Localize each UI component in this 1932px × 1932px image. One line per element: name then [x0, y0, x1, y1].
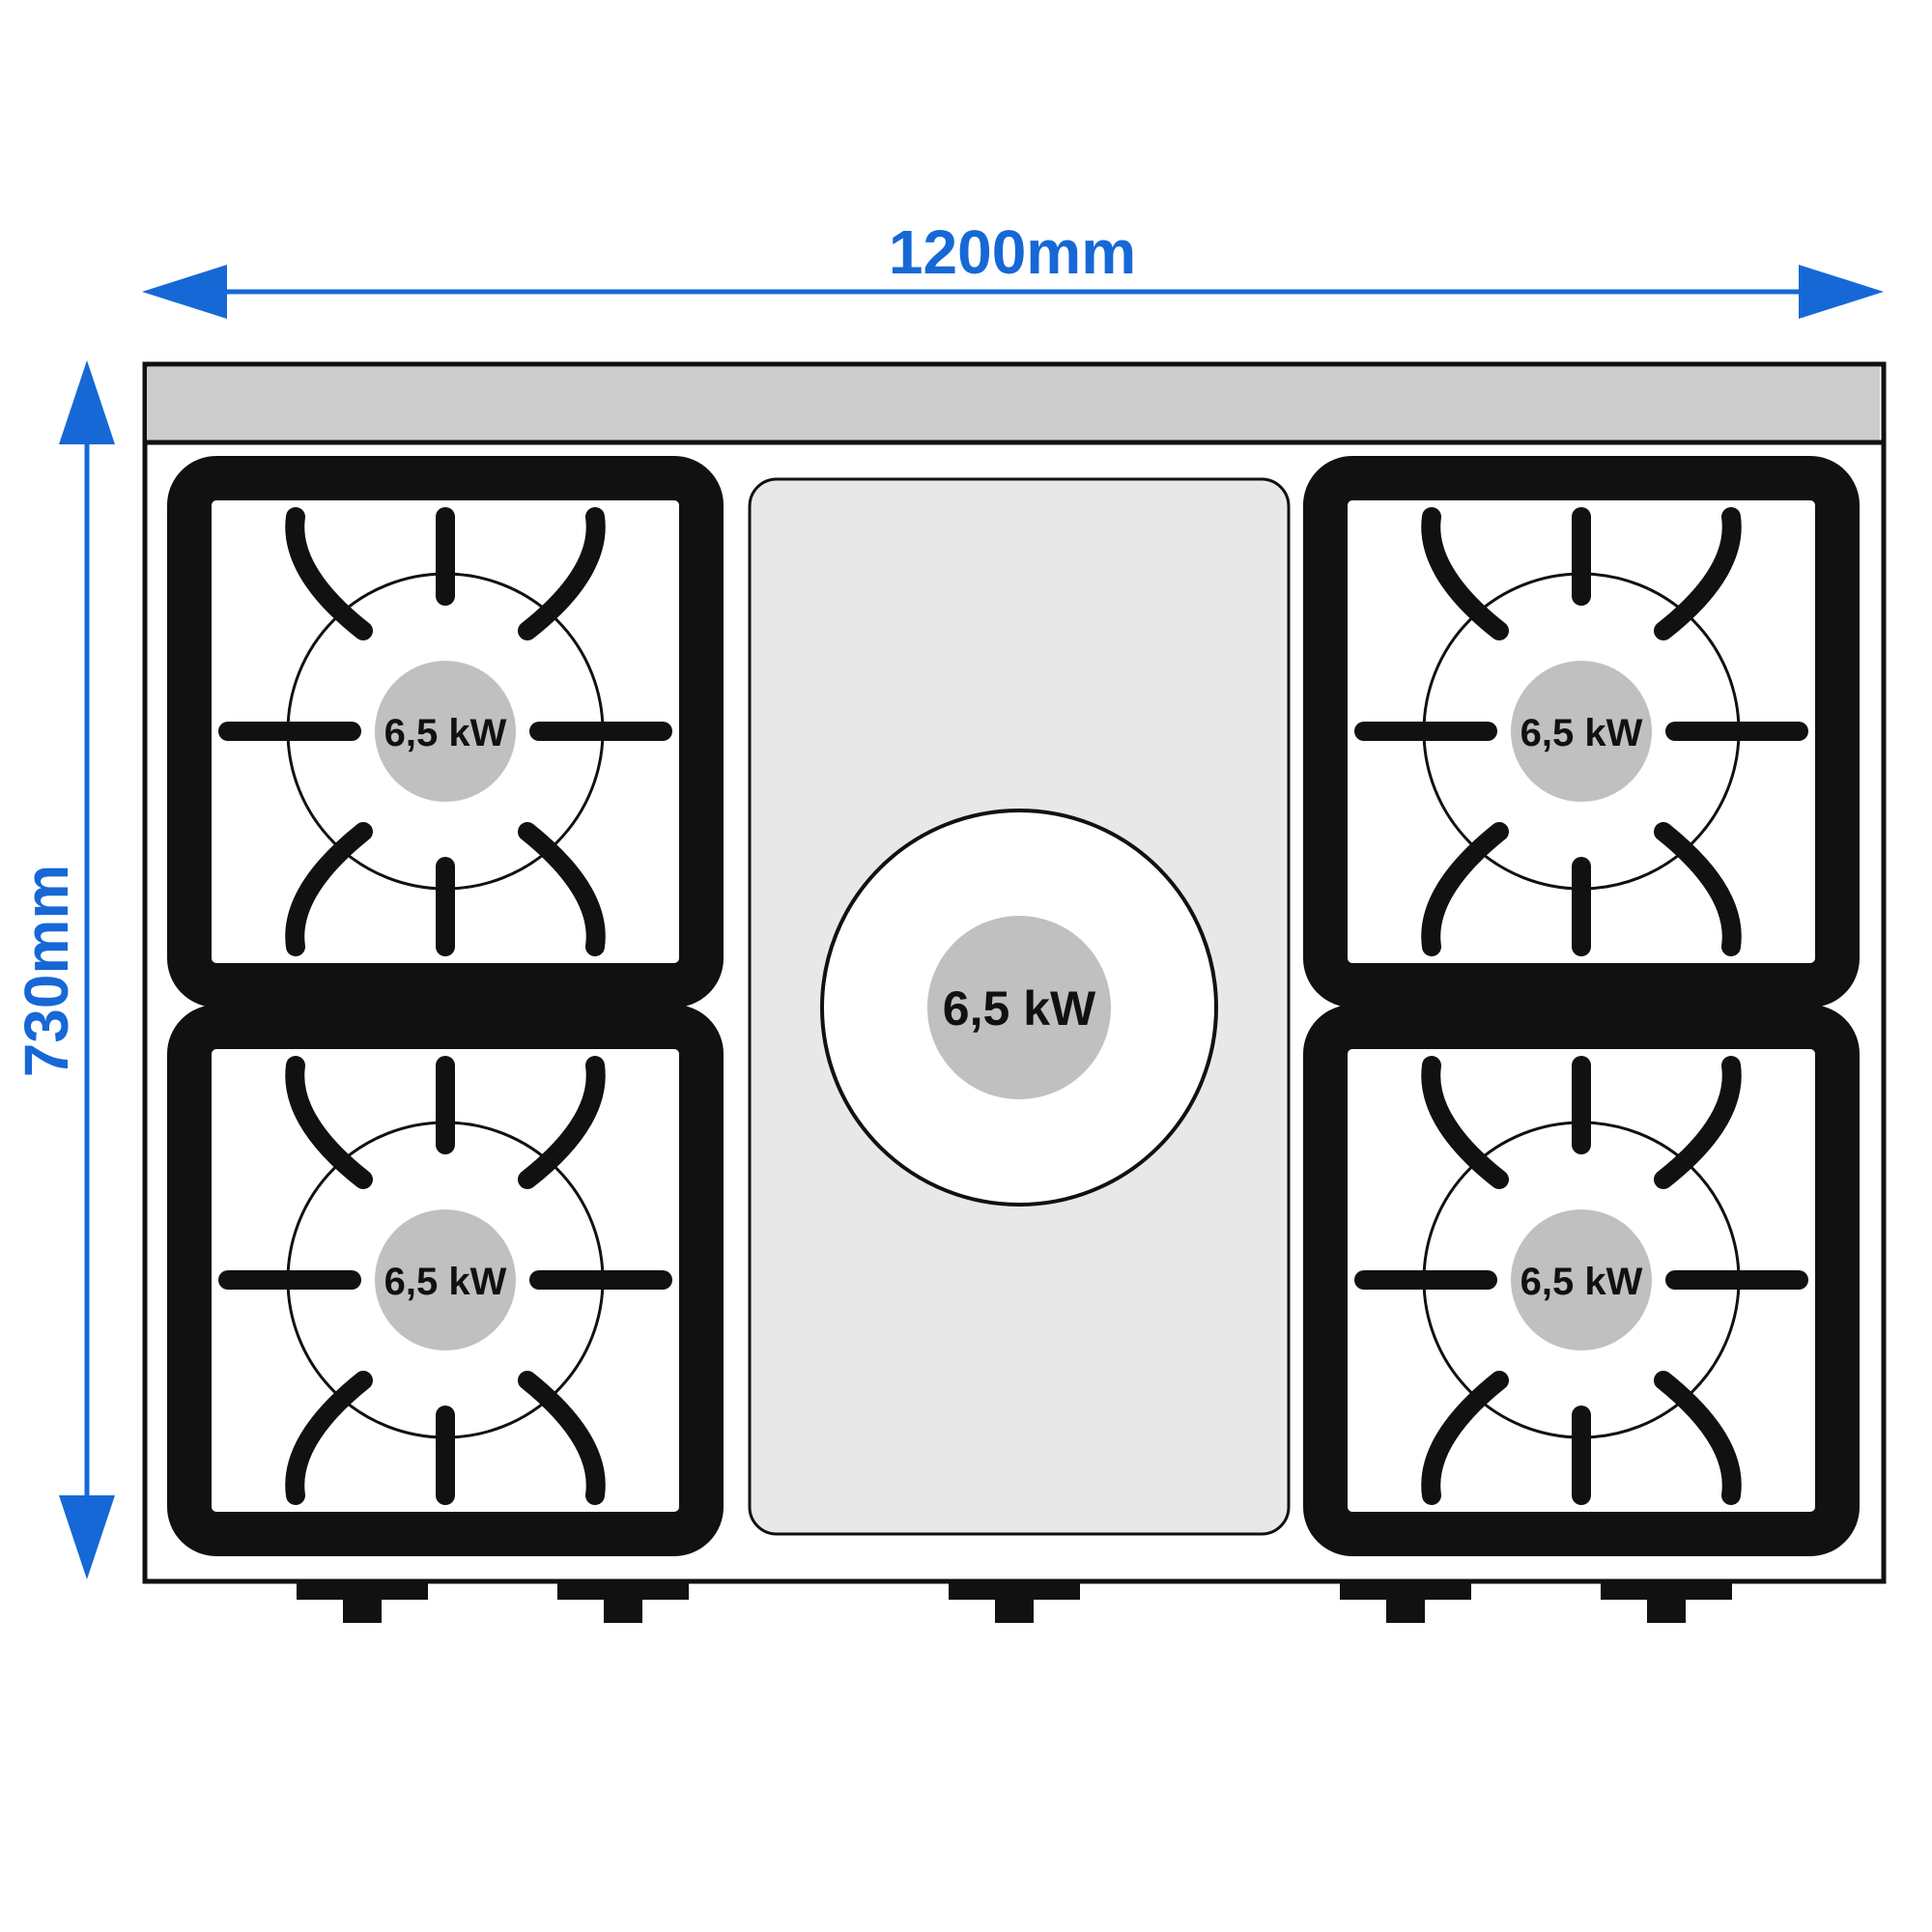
burner-power-label: 6,5 kW [384, 1261, 507, 1303]
solid-top-power-label: 6,5 kW [943, 981, 1096, 1036]
width-dimension: 1200mm [142, 217, 1884, 319]
arrow-left-icon [142, 265, 227, 319]
burner-front-left: 6,5 kW [189, 1027, 701, 1534]
control-knobs [297, 1582, 1732, 1623]
burner-power-label: 6,5 kW [1520, 1261, 1643, 1303]
burner-rear-right: 6,5 kW [1325, 478, 1837, 985]
solid-top-center [927, 916, 1111, 1099]
knob-4[interactable] [1340, 1582, 1471, 1623]
arrow-up-icon [59, 360, 115, 444]
arrow-right-icon [1799, 265, 1884, 319]
knob-5[interactable] [1601, 1582, 1732, 1623]
burner-front-right: 6,5 kW [1325, 1027, 1837, 1534]
depth-dimension: 730mm [12, 360, 115, 1579]
knob-2[interactable] [557, 1582, 689, 1623]
burner-power-label: 6,5 kW [384, 712, 507, 754]
backsplash [147, 367, 1880, 441]
solid-top-plate: 6,5 kW [748, 477, 1291, 1536]
knob-1[interactable] [297, 1582, 428, 1623]
burner-power-label: 6,5 kW [1520, 712, 1643, 754]
width-label: 1200mm [889, 217, 1136, 287]
depth-label: 730mm [12, 865, 81, 1078]
burner-rear-left: 6,5 kW [189, 478, 701, 985]
knob-3[interactable] [949, 1582, 1080, 1623]
arrow-down-icon [59, 1495, 115, 1579]
